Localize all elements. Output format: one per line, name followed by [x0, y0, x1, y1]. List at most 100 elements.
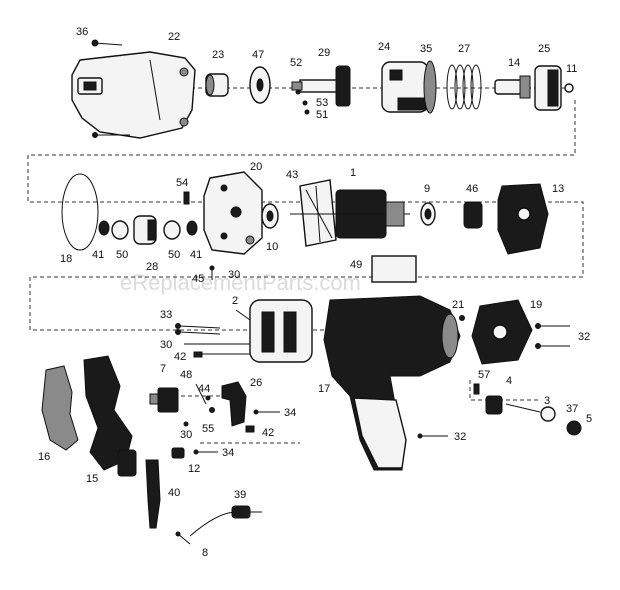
part-18-o-ring: [61, 173, 99, 251]
label-19: 19: [530, 299, 542, 311]
part-47-washer: [249, 66, 271, 104]
label-41b: 41: [190, 249, 202, 261]
label-39: 39: [234, 489, 246, 501]
label-47: 47: [252, 49, 264, 61]
label-32a: 32: [578, 331, 590, 343]
label-10: 10: [266, 241, 278, 253]
label-53: 53: [316, 97, 328, 109]
part-16-handle-half: [41, 365, 79, 451]
label-3: 3: [544, 395, 550, 407]
part-12-clamp: [171, 447, 185, 459]
part-7-switch: [149, 387, 179, 413]
label-30c: 30: [180, 429, 192, 441]
label-44: 44: [198, 383, 210, 395]
part-30-screw-c: [183, 421, 189, 427]
label-2: 2: [232, 295, 238, 307]
part-50-bearing: [111, 220, 129, 240]
part-14-spindle: [494, 75, 531, 99]
part-15-handle-half: [83, 355, 137, 477]
label-18: 18: [60, 253, 72, 265]
part-42-connector-b: [245, 425, 255, 433]
label-11: 11: [566, 63, 577, 75]
part-41-gear: [98, 220, 110, 236]
part-50-bearing-b: [163, 220, 181, 240]
part-55-spacer: [209, 407, 215, 413]
label-41a: 41: [92, 249, 104, 261]
part-5-cap: [566, 420, 582, 436]
part-37-spring: [540, 406, 556, 422]
part-11-ball: [564, 83, 574, 93]
label-23: 23: [212, 49, 224, 61]
label-33: 33: [160, 309, 172, 321]
label-52: 52: [290, 57, 302, 69]
part-19-end-cap: [471, 299, 533, 365]
part-48-spring: [195, 383, 207, 405]
label-29: 29: [318, 47, 330, 59]
label-13: 13: [552, 183, 564, 195]
part-45-screw: [209, 265, 215, 280]
label-20: 20: [250, 161, 262, 173]
part-36-screw: [91, 39, 123, 47]
part-41-gear-b: [186, 220, 198, 236]
part-32-screws: [535, 323, 570, 349]
label-30b: 30: [160, 339, 172, 351]
label-45: 45: [192, 273, 204, 285]
label-27: 27: [458, 43, 470, 55]
label-14: 14: [508, 57, 520, 69]
part-1-armature: [290, 189, 410, 239]
label-50a: 50: [116, 249, 128, 261]
label-34b: 34: [222, 447, 234, 459]
label-24: 24: [378, 41, 390, 53]
label-48: 48: [180, 369, 192, 381]
part-4-brush-holder: [485, 395, 503, 415]
part-33-screws: [175, 323, 221, 335]
part-21-screw: [459, 315, 465, 321]
part-40-cord-protector: [145, 459, 161, 529]
part-20-bearing-plate: [203, 171, 263, 255]
label-1: 1: [350, 167, 356, 179]
part-2-field: [235, 299, 313, 363]
label-40: 40: [168, 487, 180, 499]
label-51: 51: [316, 109, 328, 121]
part-34-screw-b: [193, 449, 218, 455]
label-9: 9: [424, 183, 430, 195]
part-17-motor-housing: [323, 295, 461, 471]
label-49: 49: [350, 259, 362, 271]
part-27-spring: [446, 64, 482, 110]
part-25-cam: [534, 65, 562, 111]
label-42b: 42: [262, 427, 274, 439]
label-46: 46: [466, 183, 478, 195]
label-30a: 30: [228, 269, 240, 281]
part-34-screw-a: [253, 409, 280, 415]
part-54-pin: [183, 191, 190, 205]
label-12: 12: [188, 463, 200, 475]
part-22-gear-case: [71, 51, 196, 139]
part-13-baffle: [497, 183, 549, 255]
part-28-gear: [133, 215, 157, 245]
label-55: 55: [202, 423, 214, 435]
label-21: 21: [452, 299, 464, 311]
part-35-ring: [423, 60, 437, 114]
label-42a: 42: [174, 351, 186, 363]
part-46-bearing: [463, 201, 483, 229]
part-3-brush: [505, 403, 541, 413]
part-23-bushing: [205, 73, 229, 97]
label-35: 35: [420, 43, 432, 55]
label-34a: 34: [284, 407, 296, 419]
part-39-cord: [189, 505, 262, 537]
label-22: 22: [168, 31, 180, 43]
part-26-trigger: [221, 381, 247, 427]
label-57: 57: [478, 369, 490, 381]
label-28: 28: [146, 261, 158, 273]
label-25: 25: [538, 43, 550, 55]
part-32-screw-b: [417, 433, 448, 439]
label-4: 4: [506, 375, 512, 387]
part-24-hammer: [381, 61, 429, 113]
label-32b: 32: [454, 431, 466, 443]
label-50b: 50: [168, 249, 180, 261]
part-42-connector: [193, 351, 250, 358]
part-57-screw: [473, 383, 480, 395]
label-8: 8: [202, 547, 208, 559]
label-43: 43: [286, 169, 298, 181]
part-number-labels: 36 22 23 47 29 52 53 51 24 35 27 14 25 1…: [38, 26, 592, 559]
